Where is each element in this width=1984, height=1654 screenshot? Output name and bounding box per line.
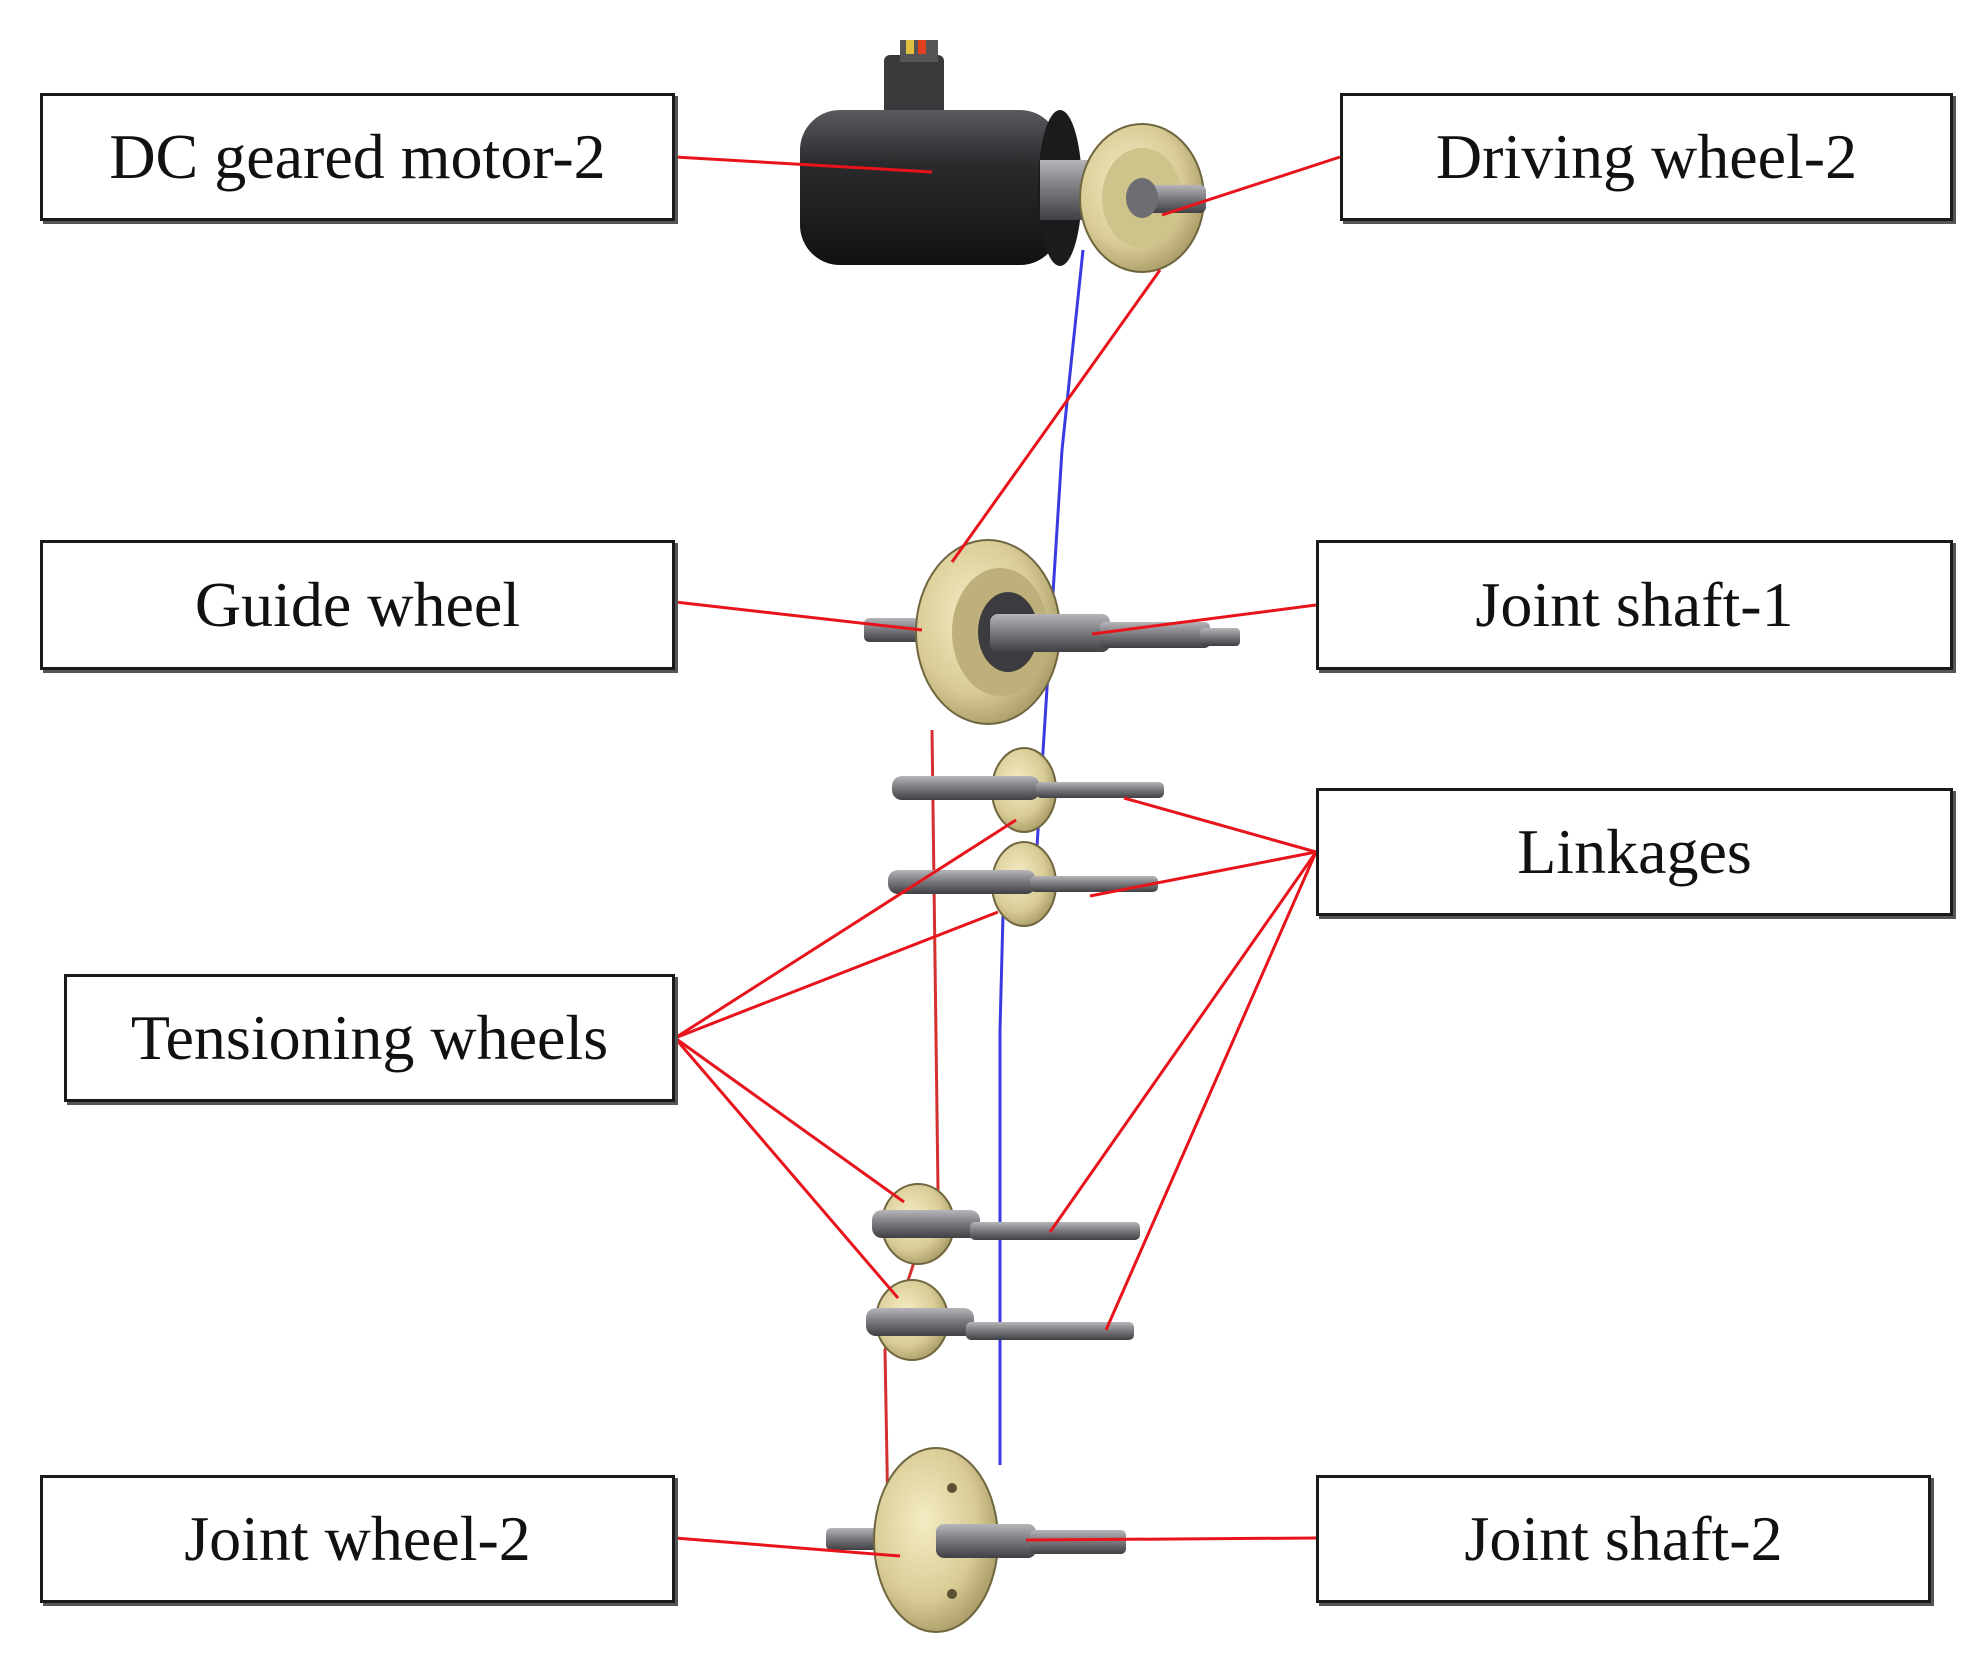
leader-guide-wheel xyxy=(674,600,923,632)
driving-wheel-illustration xyxy=(1079,123,1206,273)
leader-motor xyxy=(674,155,933,174)
leader-tension-3 xyxy=(674,1036,905,1204)
label-joint-shaft-1: Joint shaft-1 xyxy=(1316,540,1953,670)
leader-tension-2 xyxy=(674,910,999,1040)
leader-driving-wheel xyxy=(1161,155,1341,217)
leader-lines xyxy=(673,155,1341,1558)
leader-linkage-3 xyxy=(1048,851,1318,1233)
lower-linkage-1 xyxy=(872,1210,1140,1240)
leader-linkage-2 xyxy=(1089,850,1317,898)
label-joint-shaft-2: Joint shaft-2 xyxy=(1316,1475,1931,1603)
leader-joint-wheel-2 xyxy=(674,1536,901,1558)
leader-joint-shaft-1 xyxy=(1091,603,1317,636)
label-guide-wheel: Guide wheel xyxy=(40,540,675,670)
leader-linkage-1 xyxy=(1123,796,1317,854)
upper-linkage-1 xyxy=(892,776,1164,800)
leader-joint-shaft-2 xyxy=(1025,1536,1317,1542)
dc-geared-motor-illustration xyxy=(800,40,1092,266)
label-dc-geared-motor: DC geared motor-2 xyxy=(40,93,675,221)
label-linkages: Linkages xyxy=(1316,788,1953,916)
joint-shaft-2-illustration xyxy=(936,1524,1126,1558)
label-joint-wheel-2: Joint wheel-2 xyxy=(40,1475,675,1603)
leader-tension-1 xyxy=(674,818,1017,1040)
lower-linkage-2 xyxy=(866,1308,1134,1340)
leader-linkage-4 xyxy=(1104,851,1318,1331)
leader-tension-4 xyxy=(673,1037,900,1299)
label-tensioning-wheels: Tensioning wheels xyxy=(64,974,675,1102)
leader-guide-wheel-to-driving xyxy=(950,269,1162,563)
red-cable xyxy=(883,729,940,1521)
label-driving-wheel: Driving wheel-2 xyxy=(1340,93,1953,221)
